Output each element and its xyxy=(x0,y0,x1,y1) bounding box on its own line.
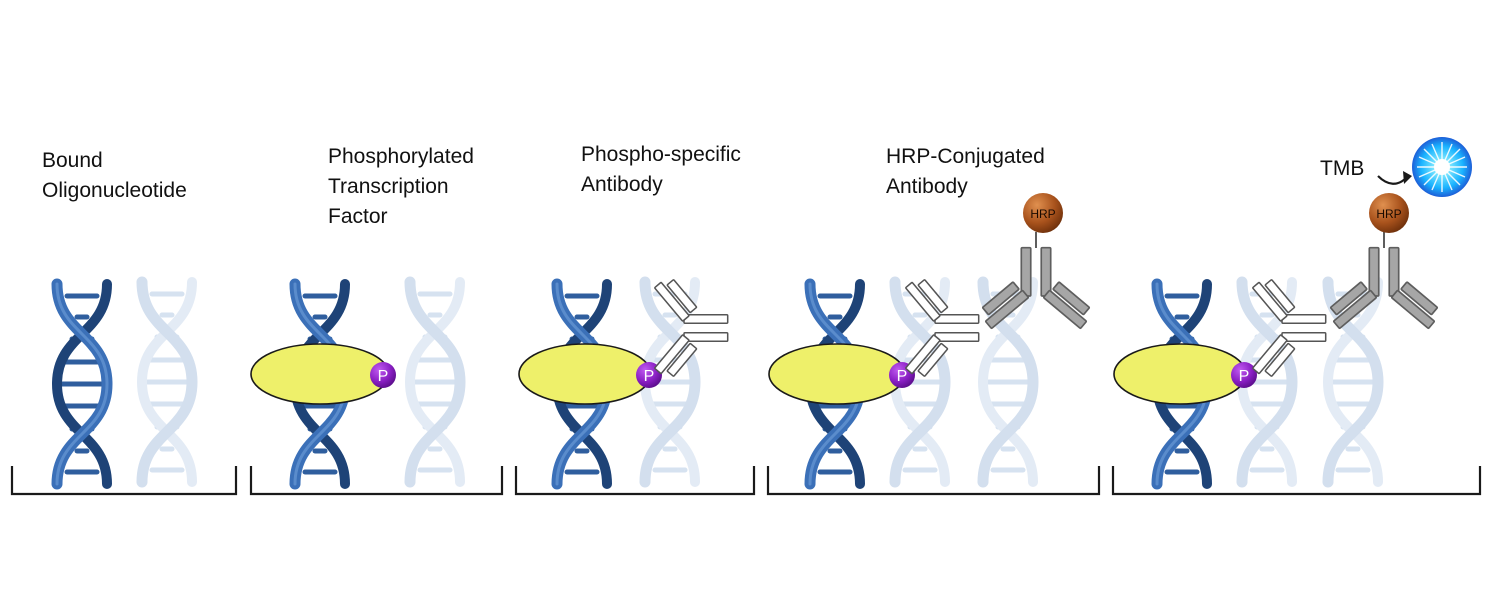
phospho-label: P xyxy=(644,368,655,385)
well-base-5 xyxy=(1111,466,1482,496)
well-base-1 xyxy=(10,466,238,496)
step-5-graphic: P HRP TMB xyxy=(1113,137,1472,484)
transcription-factor-icon xyxy=(1113,343,1247,405)
secondary-antibody-icon xyxy=(1329,246,1439,330)
transcription-factor-icon xyxy=(768,343,906,405)
step-4-graphic: P HRP xyxy=(768,193,1091,484)
step-1-graphic xyxy=(57,282,192,484)
phospho-label: P xyxy=(378,368,389,385)
hrp-label: HRP xyxy=(1376,207,1401,221)
signal-burst-icon xyxy=(1412,137,1472,197)
transcription-factor-icon xyxy=(250,343,390,405)
phospho-label: P xyxy=(897,368,908,385)
phospho-label: P xyxy=(1239,368,1250,385)
step-3-label-line-2: Antibody xyxy=(581,173,663,196)
step-2-label-line-3: Factor xyxy=(328,205,388,228)
faded-dna-helix-icon xyxy=(410,282,460,482)
hrp-enzyme-icon: HRP xyxy=(1023,193,1063,233)
tmb-label: TMB xyxy=(1320,157,1364,180)
step-2-label-line-1: Phosphorylated xyxy=(328,145,474,168)
dna-helix-icon xyxy=(57,284,107,484)
step-1-label-line-2: Oligonucleotide xyxy=(42,179,187,202)
transcription-factor-icon xyxy=(518,343,652,405)
step-1-label: Bound Oligonucleotide xyxy=(42,146,187,206)
well-base-4 xyxy=(766,466,1101,496)
phospho-group-icon: P xyxy=(370,362,396,388)
step-3-graphic: P xyxy=(518,280,729,484)
step-2-label: Phosphorylated Transcription Factor xyxy=(328,142,474,232)
step-3-label-line-1: Phospho-specific xyxy=(581,143,741,166)
faded-dna-helix-icon xyxy=(142,282,192,482)
well-base-2 xyxy=(249,466,504,496)
step-4-label-line-2: Antibody xyxy=(886,175,968,198)
tmb-arrow-icon xyxy=(1377,171,1412,185)
step-2-label-line-2: Transcription xyxy=(328,175,449,198)
step-2-graphic: P xyxy=(250,282,460,484)
hrp-enzyme-icon: HRP xyxy=(1369,193,1409,233)
well-base-3 xyxy=(514,466,756,496)
step-4-label: HRP-Conjugated Antibody xyxy=(886,142,1045,202)
well-bases xyxy=(10,466,1482,496)
step-4-label-line-1: HRP-Conjugated xyxy=(886,145,1045,168)
step-1-label-line-1: Bound xyxy=(42,149,103,172)
phospho-group-icon: P xyxy=(1231,362,1257,388)
step-3-label: Phospho-specific Antibody xyxy=(581,140,741,200)
hrp-label: HRP xyxy=(1030,207,1055,221)
